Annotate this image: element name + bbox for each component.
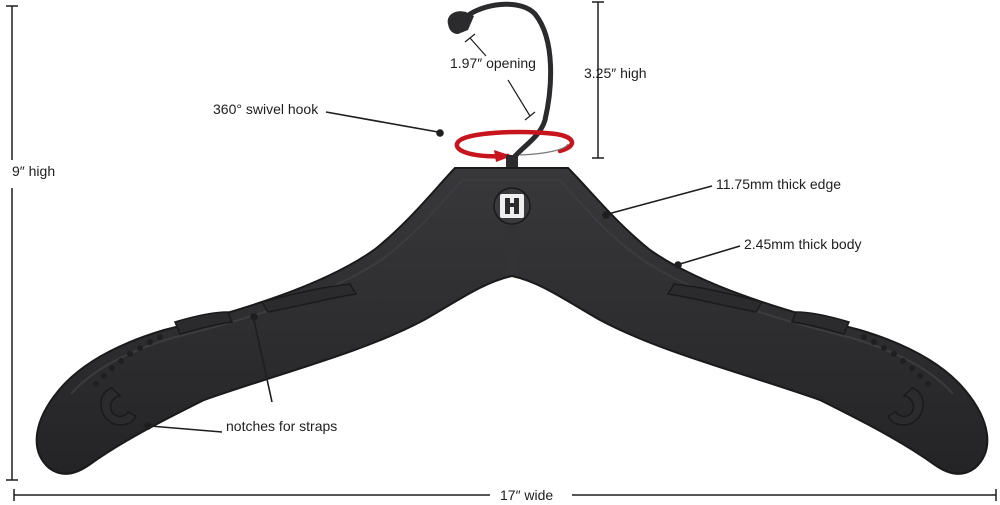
center-channel [506,226,518,274]
strap-arm-left-outer [173,311,234,335]
body-thickness-label: 2.45mm thick body [744,236,862,252]
hanger-logo-icon [493,187,531,225]
hook-wire [467,1,554,163]
leader-lines [144,111,741,433]
strap-arm-right [666,283,764,313]
swivel-hook-label: 360° swivel hook [213,101,319,117]
strap-arm-right-outer [790,311,851,335]
hook-opening-dimension [464,33,536,121]
hook-tip-cap [447,11,474,34]
skirt-hook-left [100,387,137,426]
grip-ridges-right [861,334,931,387]
edge-thickness-label: 11.75mm thick edge [716,176,842,192]
grip-ridges-left [93,334,163,387]
strap-arm-left [260,283,358,313]
rotation-arrow-icon [454,129,575,162]
total-height-dimension [6,5,18,481]
strap-notches-label: notches for straps [226,418,338,434]
hook-opening-label: 1.97″ opening [450,55,536,71]
hook-height-label: 3.25″ high [584,65,647,81]
hook-neck [506,155,518,169]
skirt-hook-right [887,387,924,426]
width-label: 17″ wide [500,487,554,503]
total-height-label: 9″ high [12,163,56,179]
hook-height-dimension [592,1,604,159]
width-dimension [13,489,997,501]
